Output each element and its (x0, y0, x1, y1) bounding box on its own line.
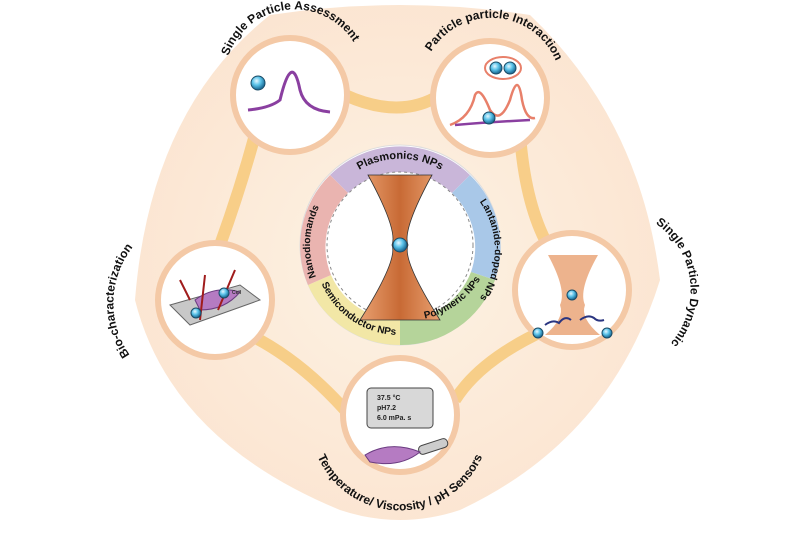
nanoparticle-icon (503, 61, 517, 75)
viscosity-reading: 6.0 mPa. s (377, 415, 411, 422)
nanoparticle-icon (250, 75, 266, 91)
nanoparticle-icon (190, 307, 202, 319)
temperature-reading: 37.5 °C (377, 394, 400, 402)
peak-curve (247, 70, 331, 114)
nanoparticle-icon (489, 61, 503, 75)
nanoparticle-icon (482, 111, 496, 125)
segment-plasmonics (330, 146, 470, 193)
nanoparticle-type-wheel: Plasmonics NPs Lantanide-doped NPs Polym… (299, 144, 503, 346)
nanoparticle-icon (566, 289, 578, 301)
nanoparticle-icon (392, 237, 408, 253)
sensor-display (366, 387, 434, 429)
nanoparticle-icon (601, 327, 613, 339)
svg-text:Bio-characterization: Bio-characterization (102, 241, 135, 361)
ph-reading: pH7.2 (377, 405, 396, 412)
node-bio-characterization: Cell Bio-characterization (102, 240, 275, 361)
segment-polymeric (400, 272, 495, 346)
segment-lantanide (452, 175, 501, 280)
nanoparticle-icon (532, 327, 544, 339)
node-label: Bio-characterization (102, 241, 135, 361)
segment-semiconductor (308, 275, 400, 346)
node-label: Single Particle Dynamic (654, 215, 702, 351)
segment-nanodiamonds (300, 175, 348, 285)
svg-text:Single Particle Dynamic: Single Particle Dynamic (654, 215, 702, 351)
nanoparticle-icon (218, 287, 230, 299)
cell-label: Cell (232, 290, 242, 296)
